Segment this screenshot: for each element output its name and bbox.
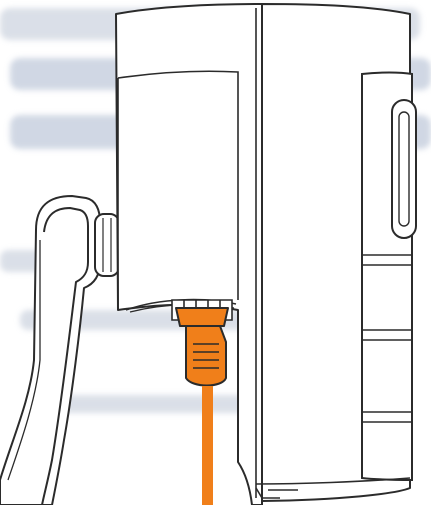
camera-back-section — [116, 4, 262, 505]
power-cable — [202, 386, 213, 505]
camera-side-panel — [362, 73, 416, 481]
mount-arm — [0, 196, 100, 505]
mount-knob-body — [95, 214, 119, 276]
power-connector-body — [186, 326, 226, 386]
handle-grip-inner — [399, 112, 409, 226]
mount-knob — [95, 214, 119, 276]
power-connector-head — [176, 308, 228, 326]
power-connector — [176, 308, 228, 386]
